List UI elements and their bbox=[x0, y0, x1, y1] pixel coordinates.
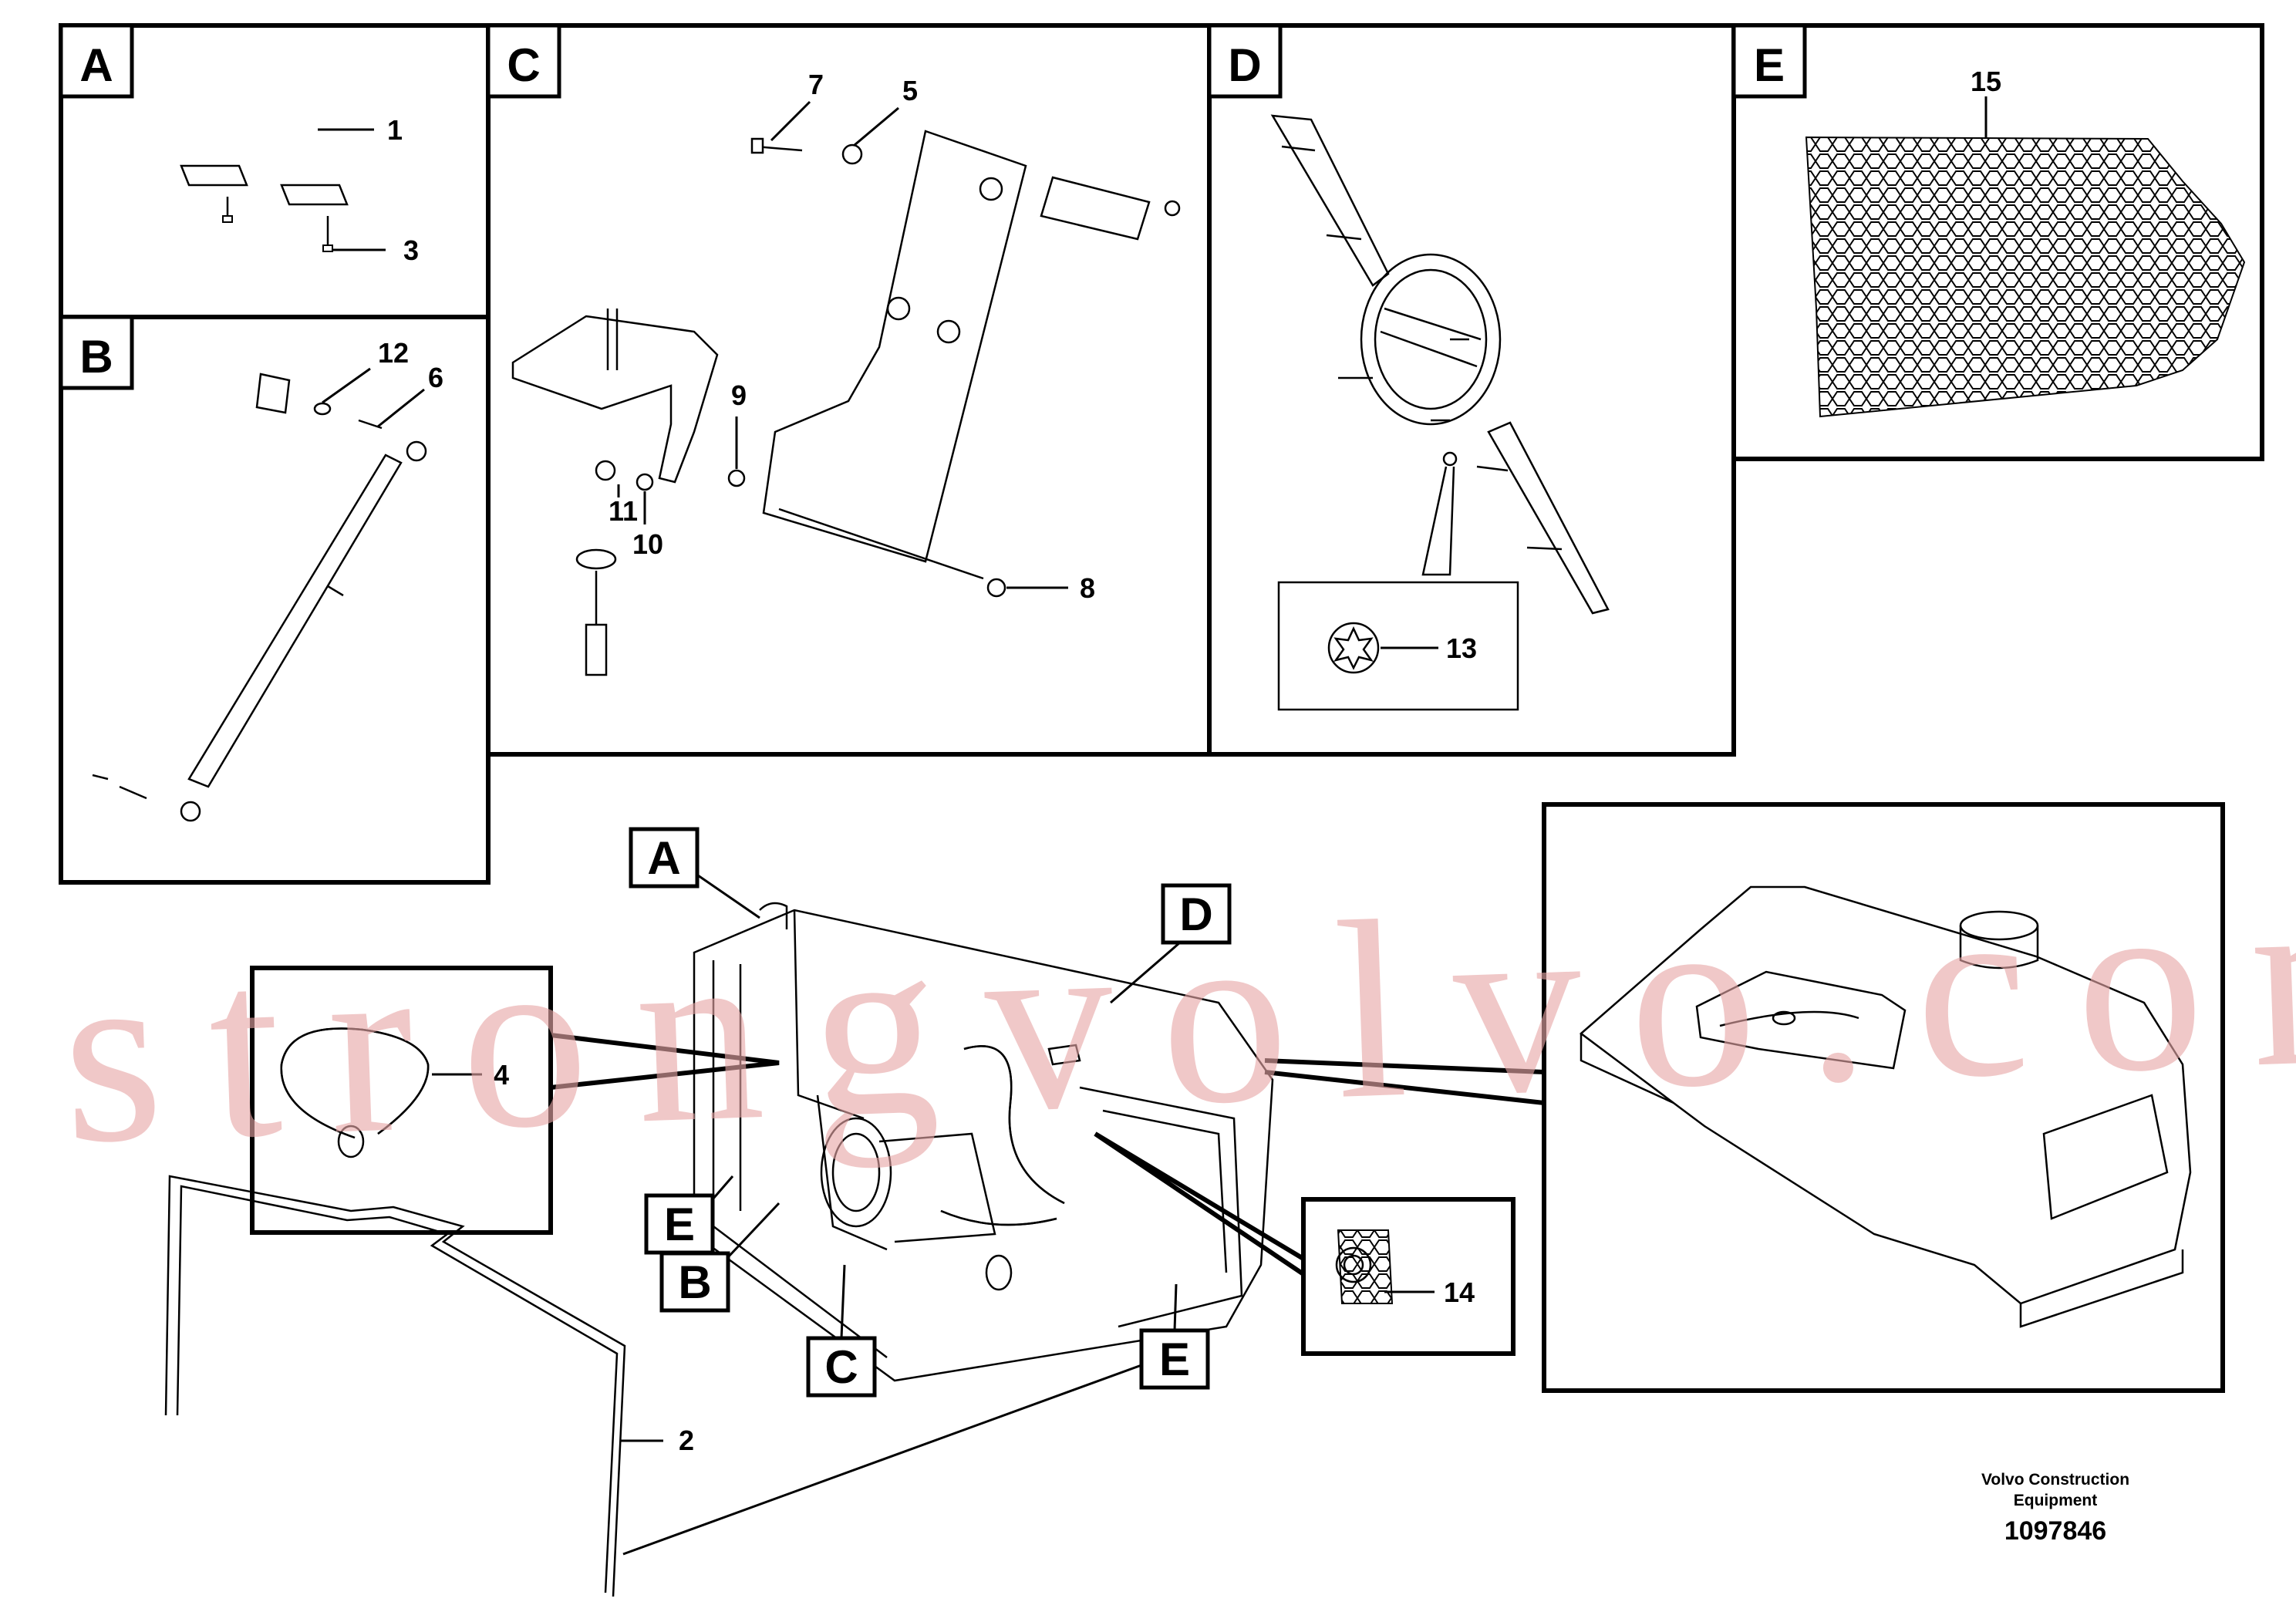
callout-1: 1 bbox=[387, 114, 403, 146]
panel-e: E 15 bbox=[1731, 23, 2264, 461]
svg-text:B: B bbox=[678, 1256, 711, 1308]
callout-8: 8 bbox=[1080, 572, 1095, 604]
vent-cover-drawing bbox=[1270, 114, 1610, 711]
engine-hood-drawing bbox=[1580, 885, 2192, 1328]
panel-c: C 7 5 9 11 bbox=[486, 23, 1212, 757]
callout-7: 7 bbox=[808, 69, 824, 100]
leader-7 bbox=[770, 100, 811, 142]
svg-text:C: C bbox=[824, 1341, 858, 1393]
callout-5: 5 bbox=[902, 75, 918, 106]
leader-6 bbox=[377, 388, 425, 428]
svg-text:E: E bbox=[1159, 1334, 1190, 1385]
hose-clamp-drawing bbox=[280, 1027, 430, 1158]
clamp-inset-frame bbox=[250, 966, 553, 1235]
grab-handle-drawing bbox=[180, 86, 349, 252]
label-b-main: B bbox=[659, 1202, 781, 1313]
panel-e-letter: E bbox=[1754, 39, 1785, 91]
svg-text:A: A bbox=[647, 832, 680, 884]
panel-b-letter: B bbox=[79, 331, 113, 383]
engine-frame-drawing bbox=[693, 902, 1274, 1382]
mesh-screen-drawing bbox=[1805, 136, 2246, 418]
grille-inset-pointer bbox=[1094, 1131, 1305, 1276]
panel-c-letter: C bbox=[507, 39, 540, 91]
leader-mat-to-e bbox=[622, 1352, 1177, 1556]
bracket-drawing bbox=[511, 130, 1181, 676]
panel-a: A 1 3 bbox=[59, 23, 491, 319]
callout-12: 12 bbox=[378, 337, 409, 369]
callout-6: 6 bbox=[428, 362, 443, 393]
title-block: Volvo Construction Equipment 1097846 bbox=[1981, 1471, 2129, 1546]
panel-d-letter: D bbox=[1228, 39, 1261, 91]
hood-inset-frame bbox=[1542, 802, 2225, 1393]
panel-d: D 13 bbox=[1207, 23, 1736, 757]
grille-inset-frame bbox=[1301, 1197, 1515, 1356]
svg-text:E: E bbox=[664, 1199, 695, 1250]
label-a-main: A bbox=[629, 827, 760, 919]
label-c-main: C bbox=[806, 1264, 877, 1398]
callout-11: 11 bbox=[609, 495, 638, 527]
callout-13: 13 bbox=[1446, 632, 1477, 664]
callout-15: 15 bbox=[1971, 66, 2001, 97]
label-e-main-left: E bbox=[644, 1175, 734, 1255]
callout-4: 4 bbox=[494, 1059, 509, 1091]
callout-9: 9 bbox=[731, 379, 747, 411]
main-assembly-view: 4 2 14 bbox=[164, 802, 2225, 1597]
grommet-drawing bbox=[1335, 1229, 1394, 1304]
label-e-main-right: E bbox=[1139, 1283, 1210, 1390]
callout-14: 14 bbox=[1444, 1276, 1475, 1308]
svg-text:D: D bbox=[1179, 889, 1212, 940]
leader-12 bbox=[322, 367, 371, 404]
hood-pointer-top bbox=[1264, 1058, 1545, 1074]
drawing-number: 1097846 bbox=[2004, 1516, 2106, 1546]
callout-2: 2 bbox=[679, 1425, 694, 1456]
watermark-text: strongvolvo.com bbox=[58, 830, 2296, 1196]
label-d-main: D bbox=[1110, 883, 1232, 1004]
panel-b: B 12 6 bbox=[59, 315, 491, 885]
leader-5 bbox=[854, 106, 899, 147]
gas-spring-drawing bbox=[92, 373, 427, 822]
company-name-line2: Equipment bbox=[2014, 1492, 2098, 1509]
company-name-line1: Volvo Construction bbox=[1981, 1471, 2129, 1489]
hood-pointer-bottom bbox=[1264, 1070, 1545, 1105]
panel-a-letter: A bbox=[79, 39, 113, 91]
callout-3: 3 bbox=[403, 234, 419, 266]
floor-mat-drawing bbox=[164, 1175, 626, 1597]
callout-10: 10 bbox=[632, 528, 663, 560]
clamp-inset-pointer bbox=[550, 1033, 780, 1090]
